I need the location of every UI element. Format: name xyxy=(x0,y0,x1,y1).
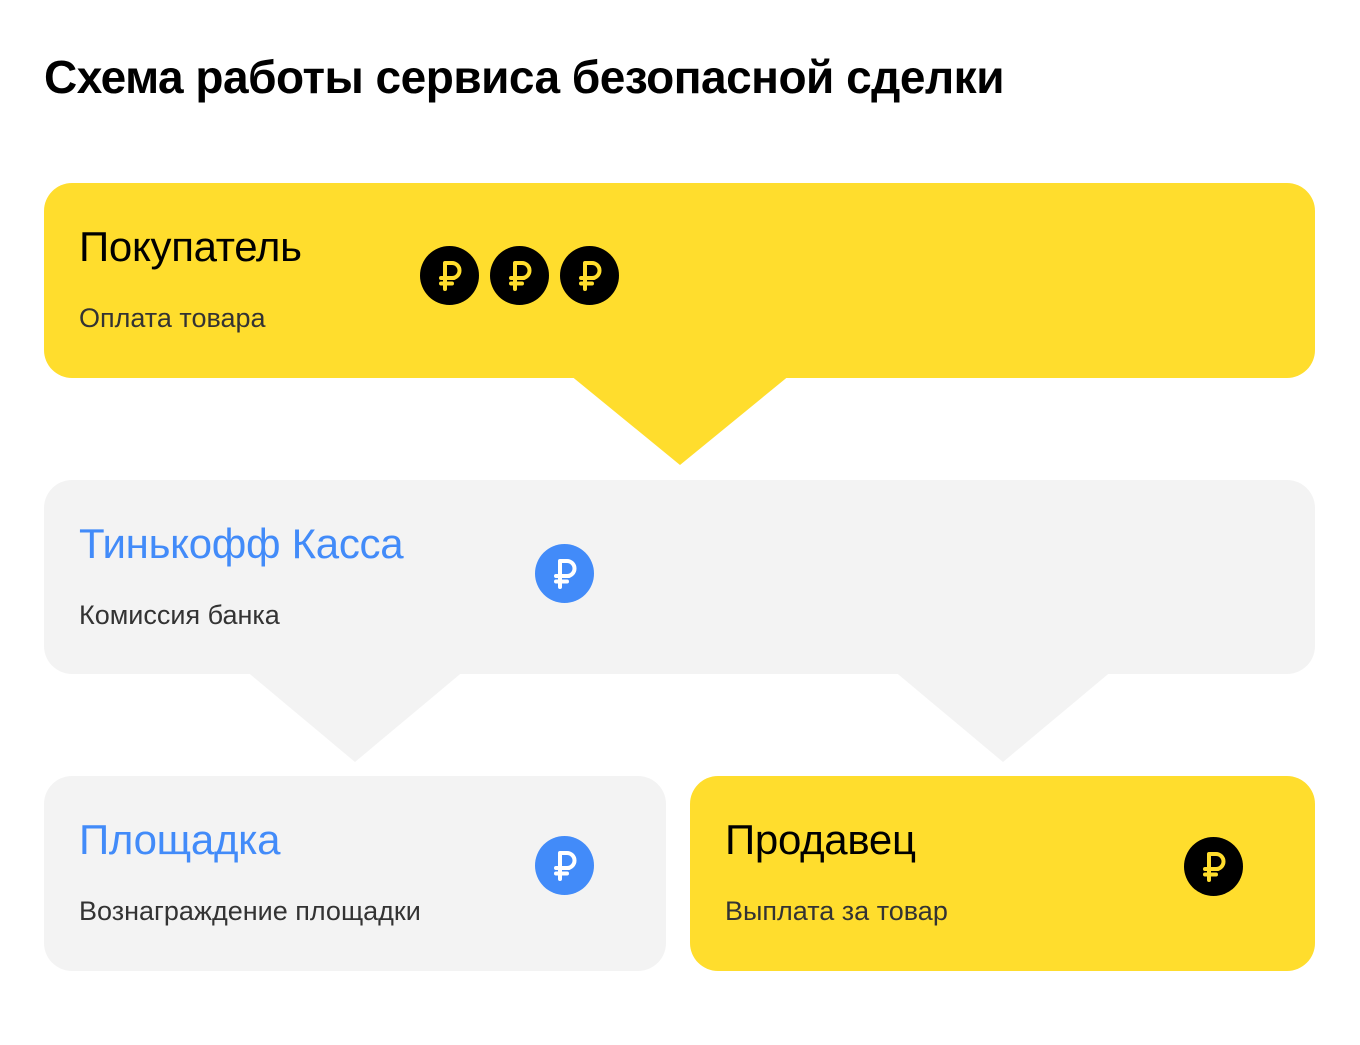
platform-card: Площадка Вознаграждение площадки xyxy=(44,776,666,971)
buyer-subtitle: Оплата товара xyxy=(79,303,266,333)
ruble-coin-icon xyxy=(490,246,549,305)
seller-title: Продавец xyxy=(725,816,916,863)
page-title: Схема работы сервиса безопасной сделки xyxy=(44,51,1004,103)
ruble-coin-icon xyxy=(535,836,594,895)
seller-subtitle: Выплата за товар xyxy=(725,896,948,926)
platform-title: Площадка xyxy=(79,816,281,863)
buyer-card: Покупатель Оплата товара xyxy=(44,183,1315,378)
ruble-coin-icon xyxy=(535,544,594,603)
arrow-kassa-to-seller xyxy=(893,670,1113,762)
kassa-title: Тинькофф Касса xyxy=(79,520,404,567)
seller-card: Продавец Выплата за товар xyxy=(690,776,1315,971)
arrow-buyer-to-kassa xyxy=(570,375,790,465)
arrow-kassa-to-platform xyxy=(245,670,465,762)
kassa-card: Тинькофф Касса Комиссия банка xyxy=(44,480,1315,674)
ruble-coin-icon xyxy=(560,246,619,305)
ruble-coin-icon xyxy=(1184,837,1243,896)
kassa-subtitle: Комиссия банка xyxy=(79,600,280,630)
ruble-coin-icon xyxy=(420,246,479,305)
buyer-title: Покупатель xyxy=(79,223,302,270)
platform-subtitle: Вознаграждение площадки xyxy=(79,896,421,926)
